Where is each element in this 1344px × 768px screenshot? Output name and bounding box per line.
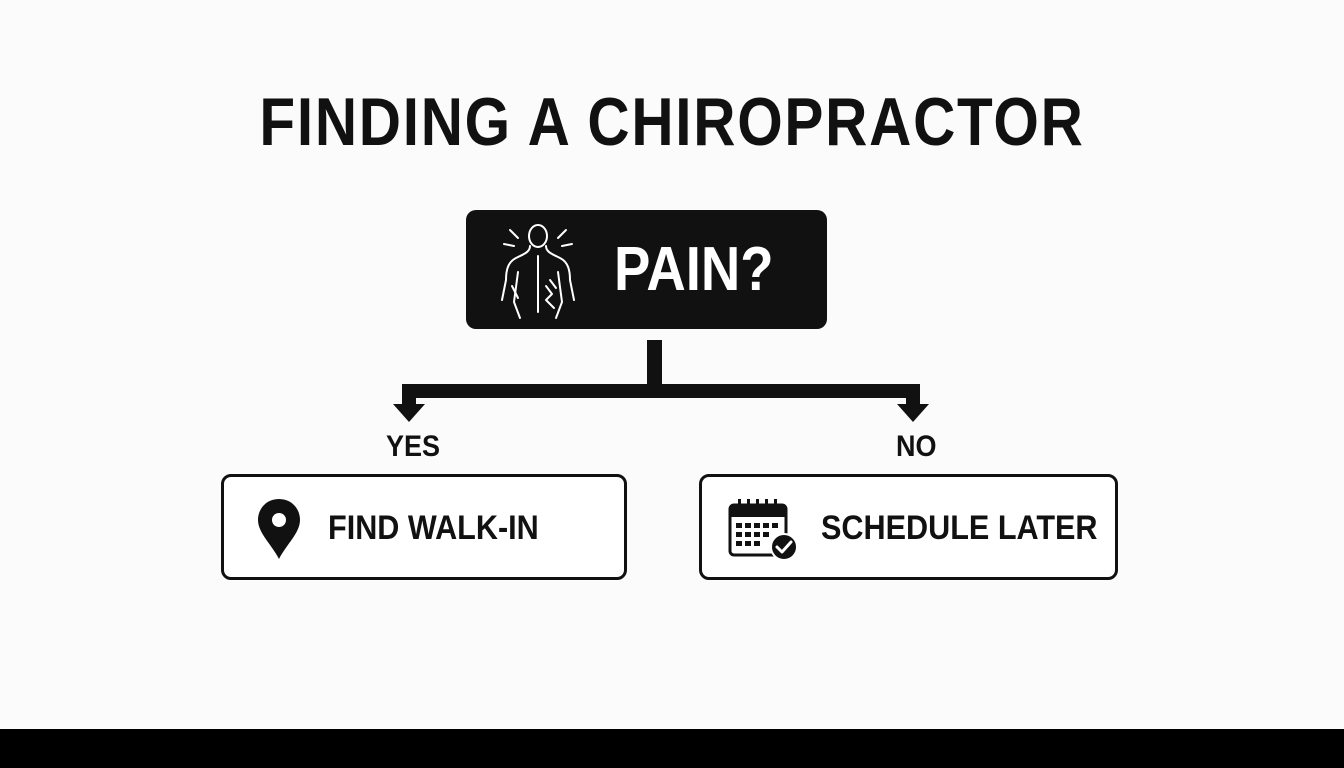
calendar-check-icon: [728, 499, 798, 561]
location-pin-icon: [258, 499, 300, 559]
back-pain-icon: [501, 224, 575, 319]
connector-stem: [647, 340, 662, 388]
question-label: PAIN?: [614, 235, 774, 304]
branch-label-no: NO: [896, 430, 937, 463]
footer-bar: [0, 729, 1344, 768]
option-label-schedule-later: SCHEDULE LATER: [821, 509, 1098, 547]
branch-label-yes: YES: [386, 430, 441, 463]
arrow-no: [897, 404, 929, 422]
connector-left-drop: [402, 384, 416, 408]
connector-right-drop: [906, 384, 920, 408]
diagram-title: FINDING A CHIROPRACTOR: [259, 84, 1085, 160]
question-node: PAIN?: [466, 210, 827, 329]
option-schedule-later: SCHEDULE LATER: [699, 474, 1118, 580]
option-find-walk-in: FIND WALK-IN: [221, 474, 627, 580]
connector-crossbar: [402, 384, 920, 398]
option-label-walk-in: FIND WALK-IN: [328, 509, 539, 547]
arrow-yes: [393, 404, 425, 422]
